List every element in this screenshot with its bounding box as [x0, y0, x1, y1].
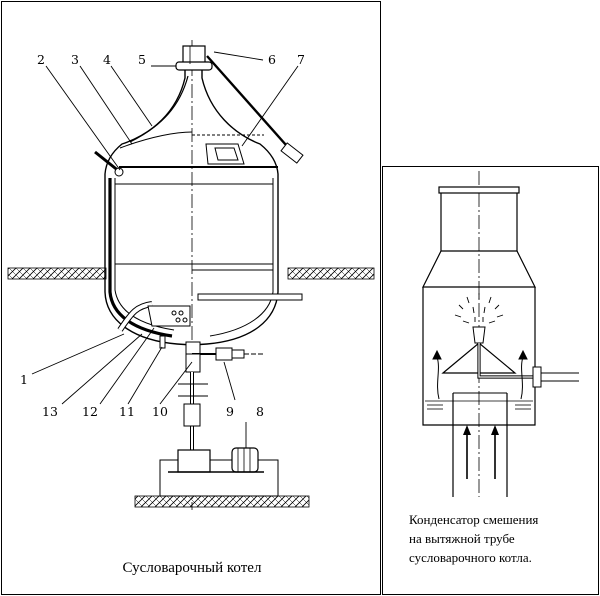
base-slab — [134, 495, 310, 508]
condenser-caption-line-3: сусловарочного котла. — [409, 550, 532, 565]
callout-4: 4 — [103, 52, 111, 67]
callout-8: 8 — [256, 404, 264, 419]
vapour-inlet — [452, 393, 508, 497]
callout-11: 11 — [119, 404, 135, 419]
condenser-drawing — [422, 171, 579, 497]
callout-3: 3 — [71, 52, 79, 67]
vent-stack — [182, 45, 206, 65]
condenser-caption-line-2: на вытяжной трубе — [409, 531, 515, 546]
callout-5: 5 — [138, 52, 146, 67]
callout-12: 12 — [82, 404, 98, 419]
callout-1: 1 — [20, 372, 28, 387]
kettle-diagram-panel: 2 3 4 5 6 7 1 13 12 11 10 9 8 Сусловароч… — [1, 1, 381, 595]
lid-rim — [119, 131, 193, 149]
stack-flange — [175, 61, 213, 71]
flow-arrows-side — [432, 349, 528, 400]
gearbox — [177, 449, 211, 473]
floor-slab-right — [287, 267, 375, 280]
callout-leaders — [31, 51, 299, 448]
condenser-caption-line-1: Конденсатор смешения — [409, 512, 539, 527]
condenser-caption: Конденсатор смешения на вытяжной трубе с… — [409, 510, 589, 567]
water-level — [425, 400, 533, 410]
distributor — [147, 305, 191, 327]
stack-flange-top — [438, 186, 520, 194]
callout-9: 9 — [226, 404, 234, 419]
upper-stack — [440, 193, 518, 252]
inner-wall-right — [209, 178, 274, 337]
callout-13: 13 — [42, 404, 58, 419]
outlet-pipe — [197, 293, 303, 301]
callout-10: 10 — [152, 404, 168, 419]
drain — [159, 335, 166, 349]
kettle-drawing: 2 3 4 5 6 7 1 13 12 11 10 9 8 — [7, 40, 375, 510]
bottom-valve — [215, 347, 233, 361]
manhole-hatch — [214, 147, 239, 161]
floor-slab-left — [7, 267, 107, 280]
spray-nozzle — [472, 326, 486, 344]
lever-rod — [206, 55, 295, 155]
drive-motor — [231, 447, 259, 473]
condenser-chamber — [422, 287, 536, 426]
heating-jacket — [108, 178, 173, 338]
kettle-caption: Сусловарочный котел — [122, 560, 262, 576]
callout-6: 6 — [268, 52, 276, 67]
transition-cone — [422, 250, 536, 288]
vapour-flow-arrows — [463, 425, 499, 479]
callout-7: 7 — [297, 52, 305, 67]
callout-2: 2 — [37, 52, 45, 67]
condenser-diagram-panel: Конденсатор смешения на вытяжной трубе с… — [382, 166, 599, 595]
lid-line — [129, 75, 189, 143]
lever-handle — [280, 142, 304, 164]
shaft-coupling — [183, 403, 201, 427]
spray-droplets — [454, 293, 504, 324]
